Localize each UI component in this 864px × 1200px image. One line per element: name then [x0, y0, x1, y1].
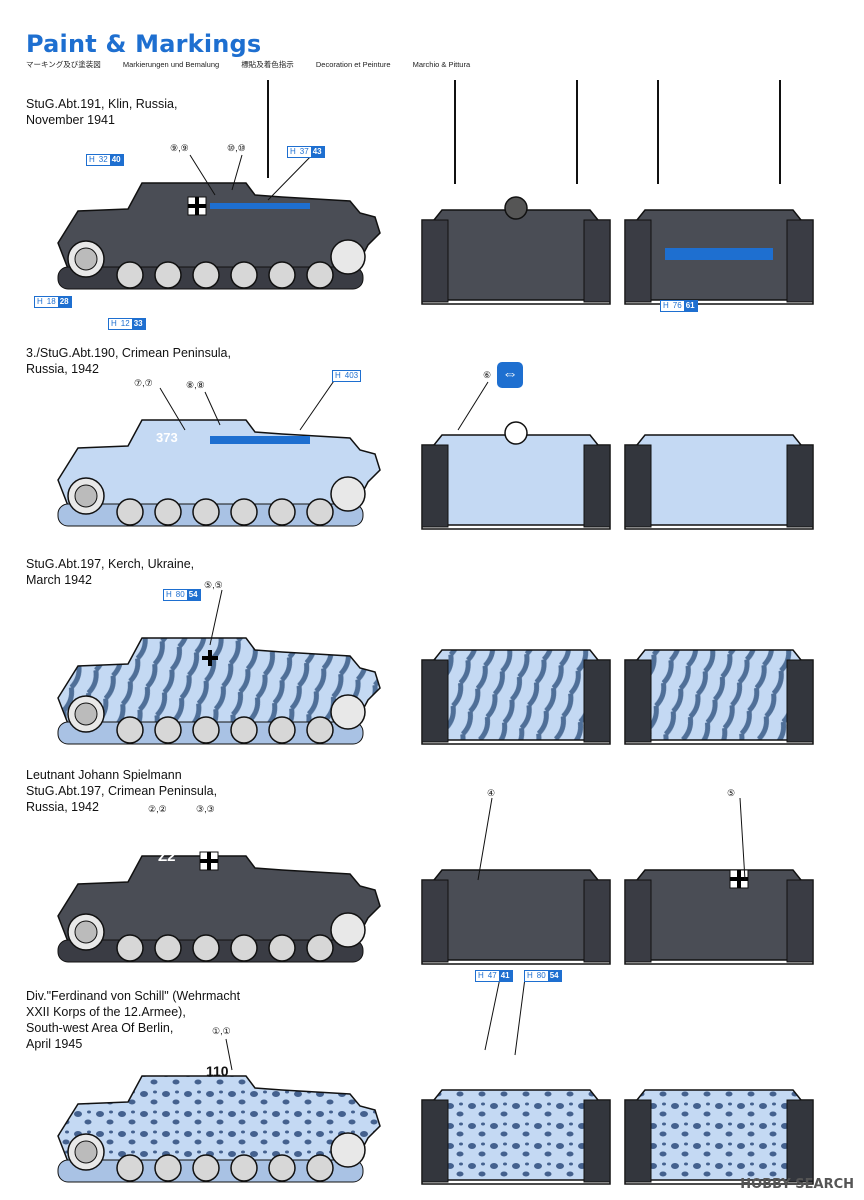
- vehicle-number: 373: [156, 430, 178, 445]
- caption-line: Div."Ferdinand von Schill" (Wehrmacht: [26, 989, 241, 1003]
- paint-code-h: 80: [536, 971, 546, 980]
- paint-code-prefix: H: [111, 319, 117, 328]
- decal-callout: ③,③: [196, 804, 215, 814]
- scheme1-side: [57, 182, 381, 290]
- paint-code-prefix: H: [89, 155, 95, 164]
- scheme4-side: [57, 851, 381, 963]
- scheme3-side: [57, 637, 381, 745]
- subtitle-fr: Decoration et Peinture: [315, 60, 391, 69]
- caption-line: StuG.Abt.197, Crimean Peninsula,: [26, 784, 218, 798]
- scheme3-front: [421, 649, 611, 745]
- decal-callout: ⑤,⑤: [204, 580, 223, 590]
- caption-line: XXII Korps of the 12.Armee),: [26, 1005, 186, 1019]
- decal-callout: ⑨,⑨: [170, 143, 189, 153]
- paint-code-h: 18: [46, 297, 56, 306]
- paint-code-prefix: H: [478, 971, 484, 980]
- paint-code-prefix: H: [37, 297, 43, 306]
- paint-code-prefix: H: [166, 590, 172, 599]
- decal-callout: ⑥: [483, 370, 492, 380]
- subtitle-de: Markierungen und Bemalung: [122, 60, 220, 69]
- caption-line: Russia, 1942: [26, 362, 99, 376]
- paint-code-m: 41: [498, 971, 512, 981]
- caption-line: 3./StuG.Abt.190, Crimean Peninsula,: [26, 346, 231, 360]
- paint-code-prefix: H: [290, 147, 296, 156]
- paint-code-h: 37: [299, 147, 309, 156]
- paint-code-h: 47: [487, 971, 497, 980]
- subtitle-zh: 標貼及着色指示: [241, 60, 294, 69]
- scheme2-rear: [624, 434, 814, 530]
- scheme5-front: [421, 1089, 611, 1185]
- decal-callout: ①,①: [212, 1026, 231, 1036]
- paint-code-h: 76: [672, 301, 682, 310]
- scheme2-front: [421, 421, 611, 530]
- vehicle-number: 110: [206, 1063, 229, 1079]
- watermark: HOBBY SEARCH: [740, 1177, 854, 1192]
- subtitle-it: Marchio & Pittura: [412, 60, 471, 69]
- paint-code-prefix: H: [663, 301, 669, 310]
- vehicle-number: Z2: [158, 848, 176, 865]
- paint-code-m: 61: [683, 301, 697, 311]
- paint-code-m: 43: [310, 147, 324, 157]
- caption-line: November 1941: [26, 113, 115, 127]
- caption-line: March 1942: [26, 573, 93, 587]
- paint-code-h: 32: [98, 155, 108, 164]
- paint-code-h: 80: [175, 590, 185, 599]
- scheme2-side: [57, 419, 381, 527]
- scheme4-rear: [624, 869, 814, 965]
- decal-callout: ⑤: [727, 788, 736, 798]
- scheme4-caption: Leutnant Johann Spielmann StuG.Abt.197, …: [26, 767, 217, 815]
- scheme1-front: [421, 196, 611, 305]
- caption-line: StuG.Abt.197, Kerch, Ukraine,: [26, 557, 195, 571]
- decal-callout: ⑧,⑧: [186, 380, 205, 390]
- scheme1-rear: [624, 209, 814, 305]
- caption-line: April 1945: [26, 1037, 83, 1051]
- scheme2-caption: 3./StuG.Abt.190, Crimean Peninsula, Russ…: [26, 345, 231, 377]
- decal-callout: ⑦,⑦: [134, 378, 153, 388]
- paint-code-prefix: H: [527, 971, 533, 980]
- paint-code-m: 54: [186, 590, 200, 600]
- paint-code-h: 403: [344, 371, 359, 380]
- decal-callout: ⑩,⑩: [227, 143, 246, 153]
- page-title: Paint & Markings: [26, 30, 262, 58]
- title-subtitles: マーキング及び塗装図 Markierungen und Bemalung 標貼及…: [26, 59, 490, 70]
- subtitle-ja: マーキング及び塗装図: [26, 60, 101, 69]
- scheme5-rear: [624, 1089, 814, 1185]
- unit-symbol-icon: ⇔: [497, 362, 523, 388]
- paint-code-prefix: H: [335, 371, 341, 380]
- decal-callout: ④: [487, 788, 496, 798]
- paint-code-m: 33: [131, 319, 145, 329]
- scheme3-rear: [624, 649, 814, 745]
- scheme3-caption: StuG.Abt.197, Kerch, Ukraine, March 1942: [26, 556, 194, 588]
- caption-line: StuG.Abt.191, Klin, Russia,: [26, 97, 178, 111]
- paint-code-m: 28: [57, 297, 71, 307]
- caption-line: Leutnant Johann Spielmann: [26, 768, 182, 782]
- scheme4-front: [421, 869, 611, 965]
- decal-callout: ②,②: [148, 804, 167, 814]
- paint-code-m: 40: [109, 155, 123, 165]
- scheme5-caption: Div."Ferdinand von Schill" (Wehrmacht XX…: [26, 988, 240, 1052]
- scheme5-side: [57, 1075, 381, 1183]
- paint-code-m: 54: [547, 971, 561, 981]
- caption-line: South-west Area Of Berlin,: [26, 1021, 174, 1035]
- paint-code-h: 12: [120, 319, 130, 328]
- scheme1-caption: StuG.Abt.191, Klin, Russia, November 194…: [26, 96, 177, 128]
- caption-line: Russia, 1942: [26, 800, 99, 814]
